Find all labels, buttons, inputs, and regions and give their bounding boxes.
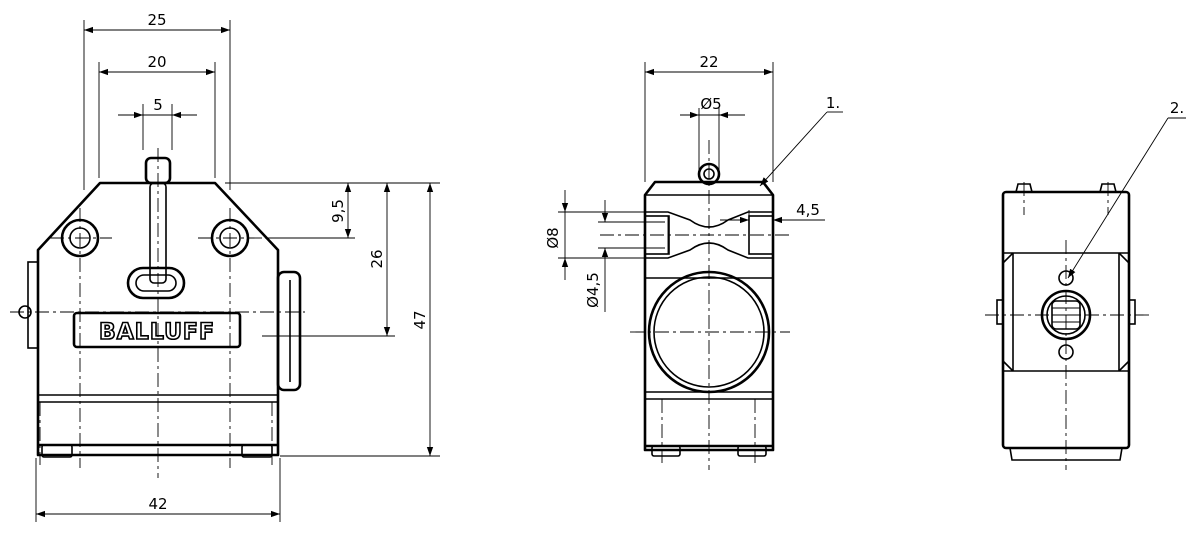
- front-side-button: [276, 270, 302, 392]
- callout-1: 1.: [826, 94, 840, 112]
- dim-phi4-5: Ø4,5: [584, 272, 602, 308]
- dim-phi8: Ø8: [544, 227, 562, 248]
- dim-22: 22: [699, 53, 718, 71]
- dim-26: 26: [368, 249, 386, 268]
- dim-phi5: Ø5: [700, 95, 721, 113]
- side-view: 22 Ø5 Ø8 Ø4,5 4,5 1.: [544, 53, 843, 470]
- dim-47: 47: [411, 310, 429, 329]
- callout-2: 2.: [1170, 99, 1184, 117]
- dim-20: 20: [147, 53, 166, 71]
- front-logo-plate: [72, 311, 242, 349]
- dim-4-5: 4,5: [796, 201, 820, 219]
- front-logo: BALLUFF: [99, 320, 215, 345]
- front-body-outline: [36, 181, 280, 457]
- front-slot: [126, 266, 186, 300]
- dim-25: 25: [147, 11, 166, 29]
- dim-42: 42: [148, 495, 167, 513]
- dim-9-5: 9,5: [329, 199, 347, 223]
- dim-5: 5: [153, 96, 163, 114]
- front-view: BALLUFF 25 20 5 9,5 26: [10, 11, 440, 522]
- end-view: 2.: [985, 99, 1186, 470]
